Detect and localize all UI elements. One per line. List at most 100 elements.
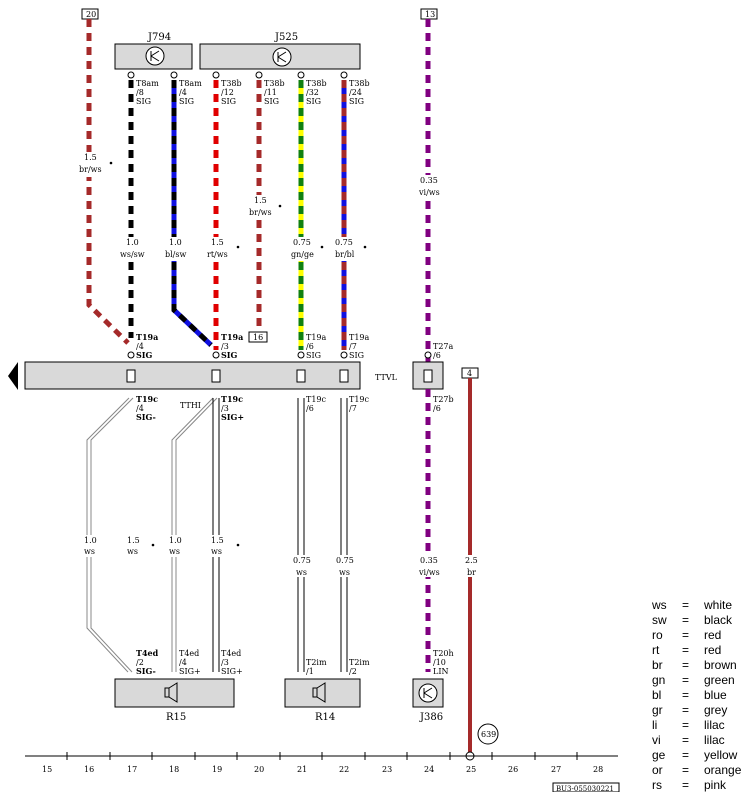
- svg-text:TTHI: TTHI: [180, 401, 201, 410]
- svg-text:0.75: 0.75: [335, 238, 353, 247]
- wire-bl-sw-18: [171, 80, 213, 347]
- svg-text:0.35: 0.35: [420, 176, 438, 185]
- svg-text:/3: /3: [221, 404, 229, 413]
- legend-row: rt=red: [652, 643, 744, 658]
- legend-code: rs: [652, 778, 662, 792]
- svg-text:/2: /2: [349, 667, 357, 676]
- j525-label: J525: [274, 32, 298, 43]
- svg-text:1.5: 1.5: [127, 536, 140, 545]
- legend-code: li: [652, 718, 658, 732]
- svg-text:SIG: SIG: [221, 350, 238, 360]
- ruler-numbers: 15 16 17 18 19 20 21 22 23 24 25 26 27 2…: [42, 765, 603, 774]
- ruler-number: 18: [169, 765, 179, 774]
- svg-text:T8am: T8am: [179, 79, 202, 88]
- svg-text:/3: /3: [221, 658, 229, 667]
- wire-ws-18-lower: [171, 397, 218, 672]
- ttvl-connector-bar[interactable]: [24, 361, 361, 390]
- svg-text:T27a: T27a: [433, 342, 454, 351]
- legend-row: ge=yellow: [652, 748, 744, 763]
- svg-text:1.5: 1.5: [211, 536, 224, 545]
- transistor-icon: [418, 683, 438, 703]
- legend-color-name: yellow: [704, 748, 738, 762]
- svg-text:br/ws: br/ws: [249, 208, 272, 217]
- ruler-number: 22: [339, 765, 349, 774]
- svg-text:1.5: 1.5: [84, 153, 97, 162]
- svg-text:/3: /3: [221, 342, 229, 351]
- svg-text:ws: ws: [296, 568, 307, 577]
- legend-row: ws = white: [652, 598, 744, 613]
- lower-pin-labels: T19c /4 SIG- TTHI T19c /3 SIG+ T19c /6 T…: [136, 394, 454, 676]
- svg-text:ws/sw: ws/sw: [120, 250, 145, 259]
- legend-code: vi: [652, 733, 661, 747]
- svg-text:/11: /11: [264, 88, 277, 97]
- legend-equals: =: [682, 628, 690, 642]
- legend-equals: =: [682, 598, 690, 612]
- legend-row: sw=black: [652, 613, 744, 628]
- ruler-number: 17: [127, 765, 137, 774]
- legend-code: gr: [652, 703, 663, 717]
- svg-text:ws: ws: [211, 547, 222, 556]
- upper-wire-labels: 1.5 br/ws 1.0 ws/sw 1.0 bl/sw 1.5 rt/ws …: [78, 152, 441, 261]
- upper-pin-labels: T8am /8 SIG T8am /4 SIG T38b /12 SIG T38…: [136, 79, 454, 360]
- r14-box[interactable]: [284, 678, 361, 708]
- svg-text:SIG-: SIG-: [136, 666, 156, 676]
- ref-box-20-text: 20: [86, 10, 96, 19]
- legend-row: li=lilac: [652, 718, 744, 733]
- ref-box-16[interactable]: [248, 331, 268, 343]
- svg-text:SIG+: SIG+: [221, 412, 244, 422]
- svg-text:T19a: T19a: [136, 332, 158, 342]
- speaker-icon: [312, 682, 326, 703]
- svg-text:ws: ws: [84, 547, 95, 556]
- legend-color-name: red: [704, 643, 722, 657]
- svg-text:/4: /4: [136, 342, 144, 351]
- legend-code: ws: [652, 598, 667, 612]
- wire-ws-17-lower: [86, 397, 134, 673]
- svg-text:T4ed: T4ed: [179, 649, 199, 658]
- ref-box-13-text: 13: [425, 10, 435, 19]
- svg-text:SIG: SIG: [136, 350, 153, 360]
- legend-color-name: orange: [704, 763, 742, 777]
- svg-text:gn/ge: gn/ge: [291, 250, 314, 259]
- svg-text:/7: /7: [349, 404, 357, 413]
- svg-text:SIG: SIG: [179, 97, 194, 106]
- ref-circle-639[interactable]: [477, 723, 499, 745]
- legend-row: rs=pink: [652, 778, 744, 793]
- r15-box[interactable]: [114, 678, 235, 708]
- transistor-icon: [145, 46, 165, 66]
- ruler-number: 26: [508, 765, 518, 774]
- svg-text:T38b: T38b: [264, 79, 285, 88]
- svg-text:SIG: SIG: [221, 97, 236, 106]
- svg-text:T2im: T2im: [349, 658, 370, 667]
- svg-text:1.5: 1.5: [254, 196, 267, 205]
- svg-text:SIG: SIG: [306, 351, 321, 360]
- legend-code: rt: [652, 643, 660, 657]
- legend-equals: =: [682, 613, 690, 627]
- svg-text:0.75: 0.75: [293, 238, 311, 247]
- svg-text:/6: /6: [306, 404, 314, 413]
- svg-text:/4: /4: [136, 404, 144, 413]
- junction-markers: [126, 369, 433, 383]
- legend-code: br: [652, 658, 663, 672]
- ref-box-16-text: 16: [253, 333, 263, 342]
- svg-text:T20h: T20h: [433, 649, 454, 658]
- svg-text:SIG+: SIG+: [221, 667, 243, 676]
- j794-label: J794: [147, 32, 171, 43]
- legend-code: bl: [652, 688, 662, 702]
- svg-text:/6: /6: [433, 351, 441, 360]
- svg-text:/7: /7: [349, 342, 357, 351]
- ttvl-label: TTVL: [375, 373, 398, 382]
- svg-text:SIG: SIG: [306, 97, 321, 106]
- svg-text:SIG: SIG: [349, 351, 364, 360]
- svg-text:LIN: LIN: [433, 667, 448, 676]
- legend-color-name: white: [704, 598, 733, 612]
- legend-row: ro=red: [652, 628, 744, 643]
- speaker-icon: [164, 682, 178, 703]
- svg-text:/10: /10: [433, 658, 446, 667]
- ruler-number: 24: [424, 765, 434, 774]
- svg-text:SIG: SIG: [264, 97, 279, 106]
- transistor-icon: [272, 47, 292, 67]
- left-arrow-icon[interactable]: [8, 362, 18, 390]
- legend-equals: =: [682, 658, 690, 672]
- legend-color-name: red: [704, 628, 722, 642]
- svg-text:br/ws: br/ws: [79, 165, 102, 174]
